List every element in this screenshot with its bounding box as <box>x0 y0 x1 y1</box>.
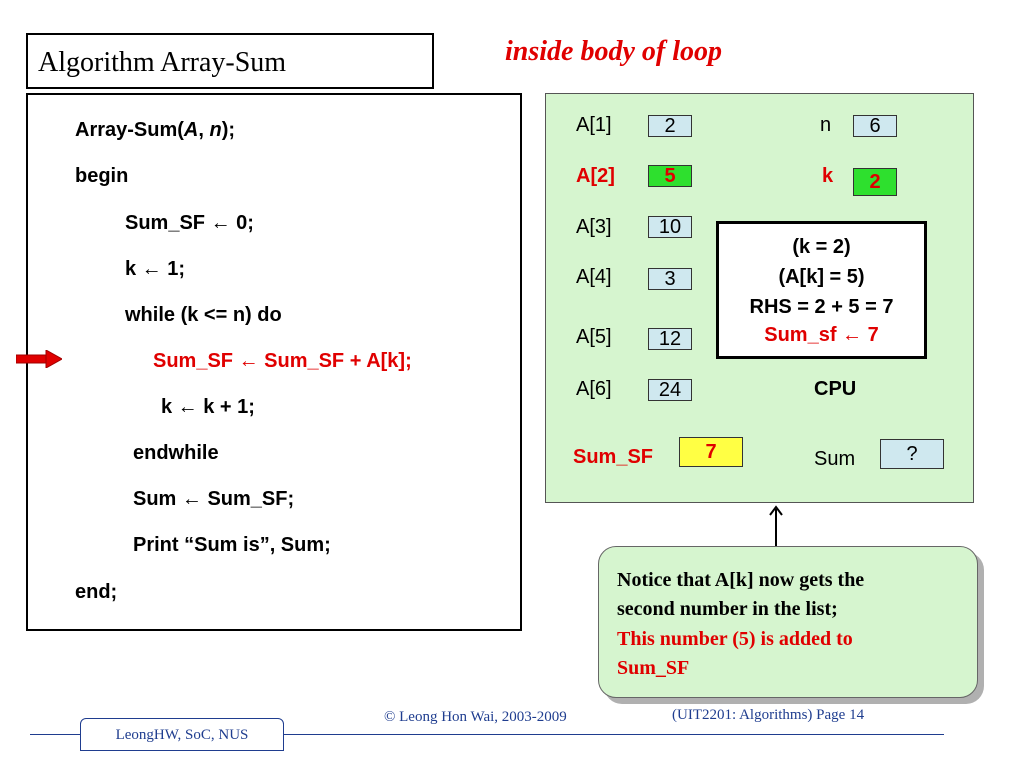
code-header-suffix: ); <box>221 119 236 141</box>
footer-copyright: © Leong Hon Wai, 2003-2009 <box>384 709 567 725</box>
up-arrow-icon <box>769 505 783 547</box>
code-line-end: end; <box>75 581 118 603</box>
array-cell-1: 2 <box>648 115 692 137</box>
footer-author-tab: LeongHW, SoC, NUS <box>80 718 284 751</box>
footer-rule <box>30 734 944 735</box>
memory-panel: A[1] 2 A[2] 5 A[3] 10 A[4] 3 A[5] 12 A[6… <box>545 93 974 503</box>
code-line-increment: k ← k + 1; <box>161 396 255 418</box>
sum-sf-label: Sum_SF <box>573 446 654 468</box>
current-line-arrow-icon <box>16 350 62 368</box>
sum-cell: ? <box>880 439 944 469</box>
notice-line-2: second number in the list; <box>617 598 838 620</box>
array-label-2: A[2] <box>576 165 615 187</box>
k-cell-highlighted: 2 <box>853 168 897 196</box>
slide-subtitle: inside body of loop <box>505 36 722 67</box>
array-label-5: A[5] <box>576 326 612 348</box>
cpu-register-box: (k = 2) (A[k] = 5) RHS = 2 + 5 = 7 Sum_s… <box>716 221 927 359</box>
cpu-line-rhs: RHS = 2 + 5 = 7 <box>749 296 894 318</box>
code-line-loop-body: Sum_SF ← Sum_SF + A[k]; <box>153 350 412 372</box>
slide-title: Algorithm Array-Sum <box>38 47 287 78</box>
code-header-prefix: Array-Sum( <box>75 119 184 141</box>
k-label: k <box>822 165 834 187</box>
code-line-while: while (k <= n) do <box>125 304 282 326</box>
code-header-comma: , <box>198 119 210 141</box>
notice-line-4: Sum_SF <box>617 657 690 679</box>
slide-title-box: Algorithm Array-Sum <box>26 33 434 89</box>
code-line-init-sum: Sum_SF ← 0; <box>125 212 254 234</box>
code-line-header: Array-Sum(A, n); <box>75 119 235 142</box>
code-listing-box: Array-Sum(A, n); begin Sum_SF ← 0; k ← 1… <box>26 93 522 631</box>
notice-line-1: Notice that A[k] now gets the <box>617 569 865 591</box>
array-cell-2-highlighted: 5 <box>648 165 692 187</box>
n-label: n <box>820 114 832 136</box>
footer-author: LeongHW, SoC, NUS <box>115 727 249 743</box>
code-header-param-n: n <box>209 119 222 141</box>
code-line-endwhile: endwhile <box>133 442 219 464</box>
sum-sf-cell: 7 <box>679 437 743 467</box>
sum-label: Sum <box>814 448 856 470</box>
code-line-begin: begin <box>75 165 129 187</box>
notice-callout: Notice that A[k] now gets the second num… <box>598 546 978 698</box>
cpu-line-k: (k = 2) <box>792 236 851 258</box>
code-line-print: Print “Sum is”, Sum; <box>133 534 331 556</box>
cpu-label: CPU <box>814 378 857 400</box>
footer-page-number: (UIT2201: Algorithms) Page 14 <box>672 707 865 723</box>
n-cell: 6 <box>853 115 897 137</box>
cpu-line-ak: (A[k] = 5) <box>778 266 865 288</box>
array-label-4: A[4] <box>576 266 612 288</box>
code-line-init-k: k ← 1; <box>125 258 186 280</box>
code-line-assign-sum: Sum ← Sum_SF; <box>133 488 295 510</box>
cpu-line-assign: Sum_sf ← 7 <box>764 324 879 346</box>
array-cell-4: 3 <box>648 268 692 290</box>
array-label-6: A[6] <box>576 378 612 400</box>
array-label-1: A[1] <box>576 114 612 136</box>
code-header-param-a: A <box>183 119 199 141</box>
notice-line-3: This number (5) is added to <box>617 628 853 650</box>
array-cell-3: 10 <box>648 216 692 238</box>
array-cell-5: 12 <box>648 328 692 350</box>
array-label-3: A[3] <box>576 216 612 238</box>
array-cell-6: 24 <box>648 379 692 401</box>
